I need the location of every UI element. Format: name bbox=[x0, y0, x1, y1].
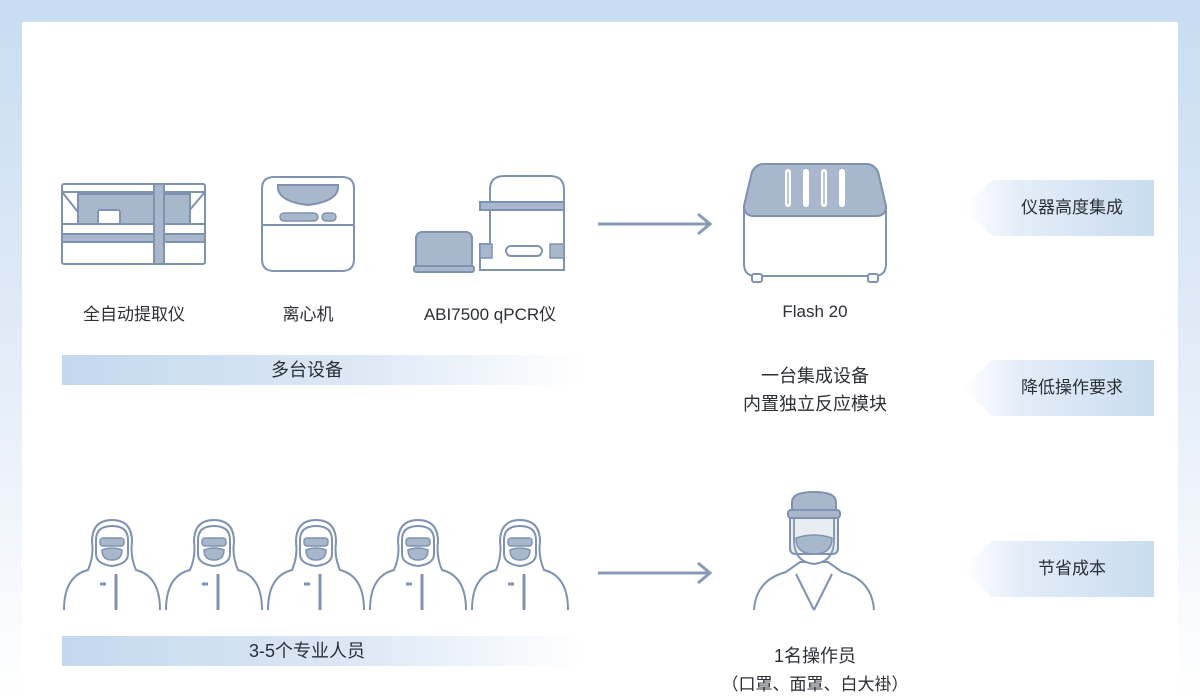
right-arrow-icon bbox=[598, 212, 713, 236]
protective-suit-worker-icon bbox=[368, 518, 468, 612]
benefit-tag-cost-saving: 节省成本 bbox=[962, 541, 1154, 597]
device-label-extractor: 全自动提取仪 bbox=[83, 305, 185, 324]
protective-suit-workers-group bbox=[62, 518, 570, 612]
benefit-label: 降低操作要求 bbox=[1021, 378, 1123, 397]
protective-suit-worker-icon bbox=[164, 518, 264, 612]
protective-suit-worker-icon bbox=[470, 518, 570, 612]
flash20-label: Flash 20 bbox=[782, 302, 848, 321]
people-bar-label: 3-5个专业人员 bbox=[248, 641, 365, 661]
people-bar: 3-5个专业人员 bbox=[62, 636, 582, 666]
device-label-centrifuge: 离心机 bbox=[282, 305, 334, 324]
flash20-desc-line2: 内置独立反应模块 bbox=[743, 394, 887, 414]
devices-bar: 多台设备 bbox=[62, 355, 582, 385]
flash20-instrument-icon bbox=[742, 163, 888, 283]
protective-suit-worker-icon bbox=[266, 518, 366, 612]
benefit-tag-integration: 仪器高度集成 bbox=[962, 180, 1154, 236]
device-label-qpcr: ABI7500 qPCR仪 bbox=[423, 305, 557, 324]
protective-suit-worker-icon bbox=[62, 518, 162, 612]
right-arrow-icon bbox=[598, 561, 713, 585]
flash20-desc-line1: 一台集成设备 bbox=[761, 366, 869, 386]
benefit-label: 节省成本 bbox=[1038, 559, 1106, 578]
devices-bar-label: 多台设备 bbox=[271, 360, 343, 380]
qpcr-instrument-icon bbox=[413, 175, 565, 273]
automatic-extractor-icon bbox=[61, 183, 206, 265]
benefit-tag-simplified-operation: 降低操作要求 bbox=[962, 360, 1154, 416]
operator-line2: （口罩、面罩、白大褂） bbox=[721, 675, 909, 694]
operator-face-shield-icon bbox=[753, 490, 875, 611]
centrifuge-icon bbox=[261, 176, 355, 272]
benefit-label: 仪器高度集成 bbox=[1021, 198, 1123, 217]
operator-line1: 1名操作员 bbox=[773, 646, 856, 666]
